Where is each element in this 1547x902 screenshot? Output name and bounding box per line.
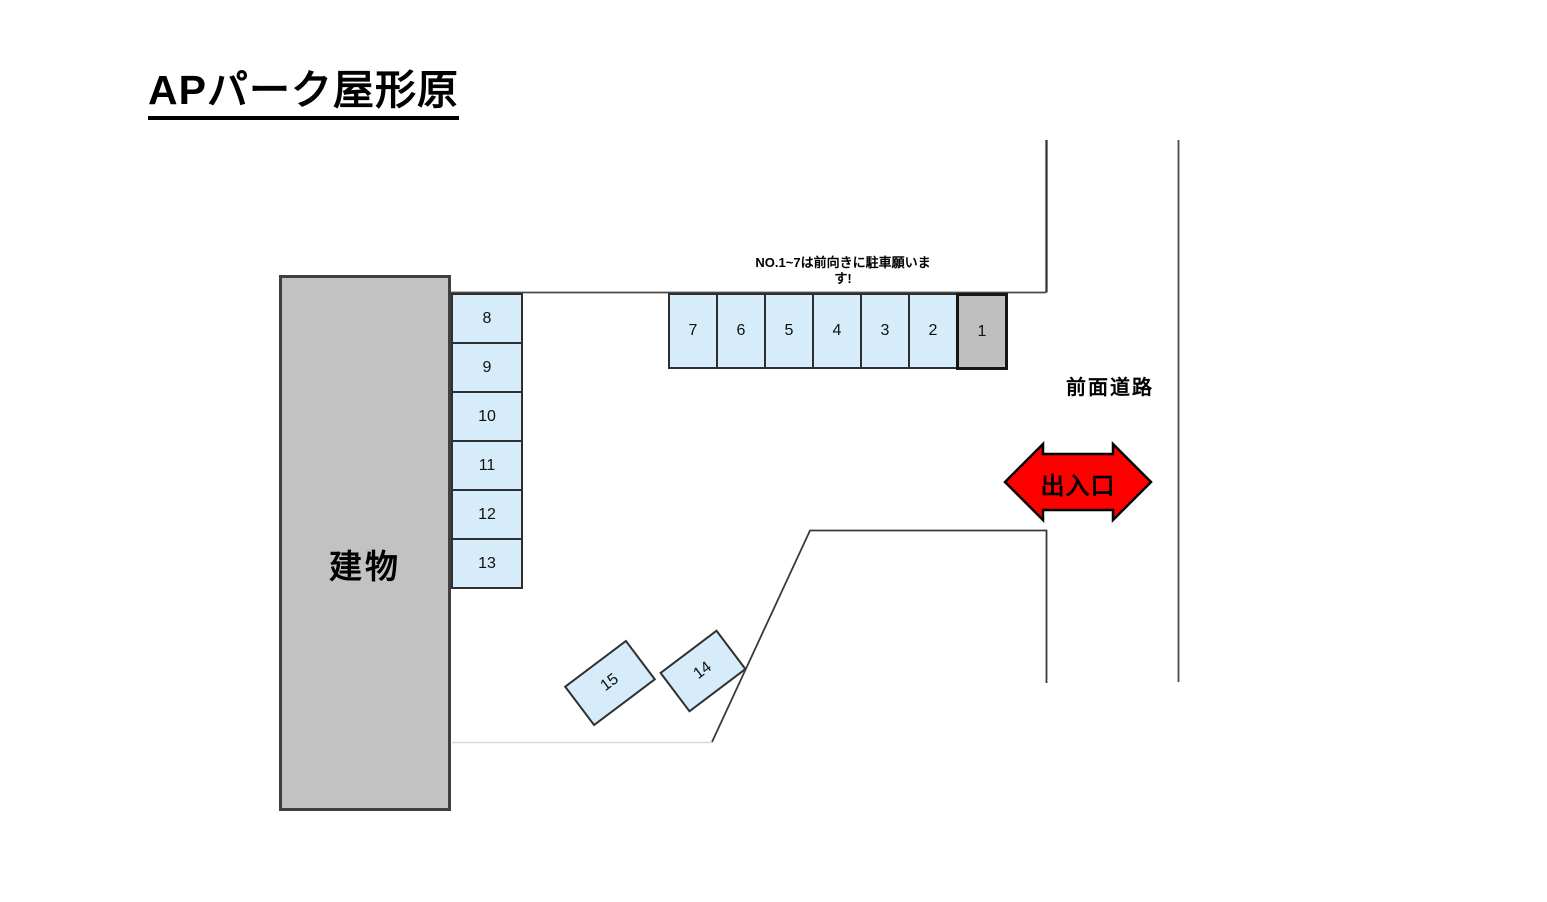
building-label: 建物 bbox=[329, 548, 401, 585]
space-number: 12 bbox=[478, 505, 496, 523]
parking-space-9: 9 bbox=[451, 342, 523, 393]
parking-space-1: 1 bbox=[956, 293, 1008, 370]
space-number: 13 bbox=[478, 554, 496, 572]
space-number: 11 bbox=[478, 456, 496, 474]
space-number: 15 bbox=[597, 670, 622, 695]
parking-space-10: 10 bbox=[451, 391, 523, 442]
space-number: 7 bbox=[688, 322, 698, 339]
space-number: 5 bbox=[784, 322, 794, 339]
page-title: APパーク屋形原 bbox=[148, 67, 459, 121]
space-number: 8 bbox=[482, 309, 492, 327]
parking-note: NO.1~7は前向きに駐車願いま す! bbox=[695, 255, 991, 287]
space-number: 9 bbox=[482, 358, 492, 376]
parking-space-8: 8 bbox=[451, 293, 523, 344]
building-block: 建物 bbox=[279, 275, 451, 811]
space-number: 14 bbox=[690, 658, 715, 683]
parking-space-7: 7 bbox=[668, 293, 718, 369]
parking-note-line1: NO.1~7は前向きに駐車願いま bbox=[755, 255, 931, 270]
entrance-arrow-icon bbox=[1003, 440, 1153, 524]
parking-note-line2: す! bbox=[834, 271, 852, 286]
space-number: 1 bbox=[977, 322, 987, 340]
space-number: 10 bbox=[478, 407, 496, 425]
space-number: 2 bbox=[928, 322, 938, 339]
parking-space-4: 4 bbox=[812, 293, 862, 369]
space-number: 4 bbox=[832, 322, 842, 339]
space-number: 6 bbox=[736, 322, 746, 339]
space-number: 3 bbox=[880, 322, 890, 339]
parking-space-12: 12 bbox=[451, 489, 523, 540]
lot-south-boundary-line bbox=[711, 529, 1048, 743]
parking-space-5: 5 bbox=[764, 293, 814, 369]
parking-space-2: 2 bbox=[908, 293, 958, 369]
front-road-label: 前面道路 bbox=[1066, 377, 1154, 399]
entrance-exit-label: 出入口 bbox=[1040, 473, 1116, 500]
parking-space-6: 6 bbox=[716, 293, 766, 369]
parking-space-13: 13 bbox=[451, 538, 523, 589]
parking-space-3: 3 bbox=[860, 293, 910, 369]
parking-space-11: 11 bbox=[451, 440, 523, 491]
